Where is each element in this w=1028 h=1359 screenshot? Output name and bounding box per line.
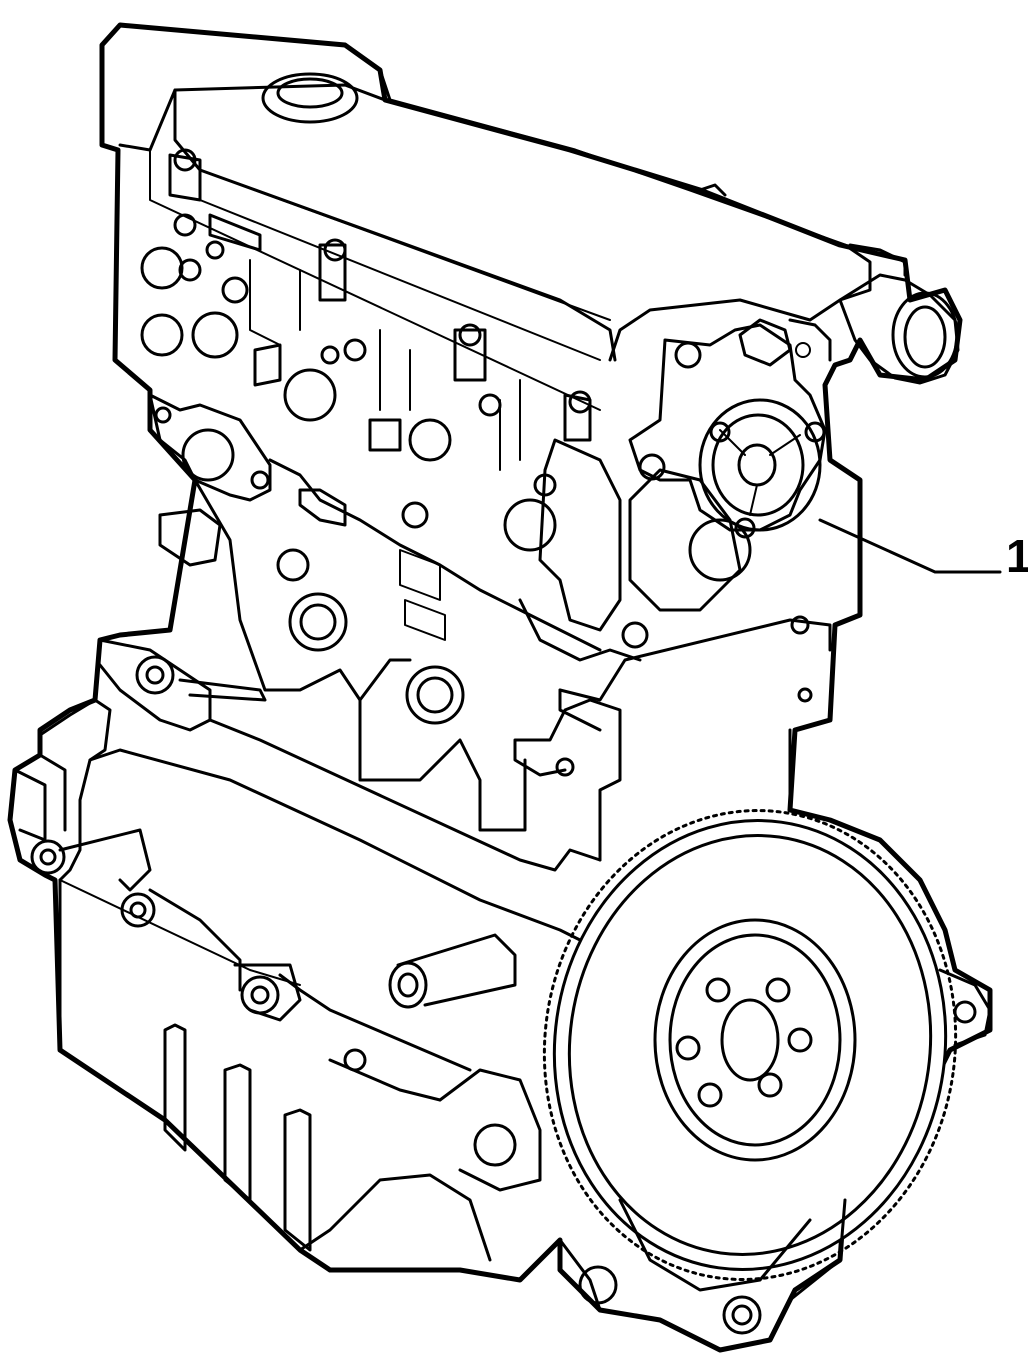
thermostat-housing <box>788 273 960 385</box>
bell-housing <box>558 1198 847 1352</box>
vacuum-pump <box>628 318 827 539</box>
dipstick-tube <box>388 933 517 1009</box>
callout-label-1: 1 <box>1006 530 1028 582</box>
front-cover <box>13 698 582 1072</box>
callout-leader-line <box>818 518 1002 574</box>
oil-sump <box>58 878 542 1262</box>
head-ports <box>140 148 813 703</box>
cam-cover <box>118 23 907 411</box>
flywheel <box>542 809 992 1281</box>
lower-head-flange <box>148 393 642 725</box>
engine-block <box>98 478 832 872</box>
